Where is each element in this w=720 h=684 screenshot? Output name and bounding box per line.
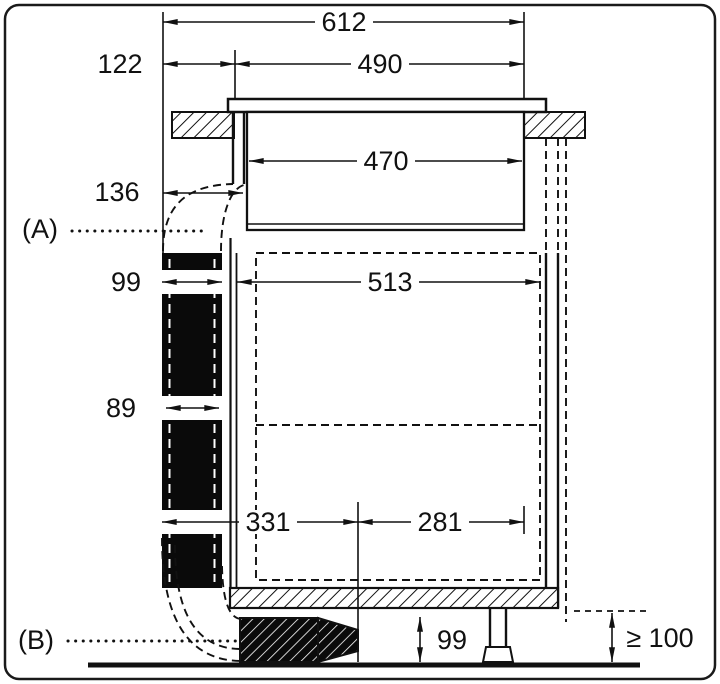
dim-513-label: 513 bbox=[367, 267, 412, 297]
dim-99-plinth-label: 99 bbox=[437, 625, 467, 655]
ref-a-label: (A) bbox=[22, 214, 58, 244]
ref-b-label: (B) bbox=[18, 625, 54, 655]
dim-99-duct-label: 99 bbox=[111, 267, 141, 297]
dim-136-label: 136 bbox=[94, 177, 139, 207]
dim-left-to-outlet: 331 bbox=[156, 507, 358, 537]
ref-b: (B) bbox=[18, 625, 238, 655]
elbow-dashed-middle bbox=[174, 544, 242, 650]
dim-duct-top-depth: 136 bbox=[94, 177, 243, 207]
page-border bbox=[3, 3, 717, 681]
cabinet-bottom-panel bbox=[228, 586, 560, 610]
duct-transition-outer-curve bbox=[162, 183, 234, 252]
elbow-dashed-inner bbox=[221, 565, 243, 620]
worktop-right bbox=[522, 111, 586, 139]
dim-612-label: 612 bbox=[321, 7, 366, 37]
dim-89-label: 89 bbox=[106, 393, 136, 423]
elbow-dashed-outer bbox=[161, 537, 243, 662]
duct-transition-inner-curve bbox=[220, 184, 245, 252]
clearance-dashed-outline bbox=[255, 252, 541, 581]
dim-281-label: 281 bbox=[417, 507, 462, 537]
dim-min100-label: ≥ 100 bbox=[626, 623, 693, 653]
worktop-left bbox=[171, 111, 235, 139]
ref-a: (A) bbox=[22, 214, 210, 244]
vertical-duct bbox=[162, 253, 222, 588]
dim-331-label: 331 bbox=[245, 507, 290, 537]
flat-duct bbox=[239, 617, 319, 663]
dim-duct-width: 99 bbox=[111, 267, 228, 297]
cabinet-leg bbox=[481, 608, 515, 663]
dim-490-label: 490 bbox=[357, 49, 402, 79]
dim-hob-body-width: 470 bbox=[249, 146, 522, 176]
dim-duct-inner-width: 89 bbox=[106, 393, 226, 423]
dim-plinth-duct-height: 99 bbox=[417, 617, 467, 662]
hob-glass-top bbox=[226, 97, 548, 114]
dim-duct-offset: 122 bbox=[97, 49, 235, 79]
dim-outlet-to-right: 281 bbox=[358, 506, 525, 537]
dim-cabinet-inner-width: 513 bbox=[237, 267, 540, 297]
dim-122-label: 122 bbox=[97, 49, 142, 79]
dim-470-label: 470 bbox=[363, 146, 408, 176]
dim-cutout-width: 490 bbox=[235, 49, 524, 79]
dim-plinth-min-height: ≥ 100 bbox=[574, 610, 694, 662]
dim-overall-width: 612 bbox=[163, 7, 524, 37]
